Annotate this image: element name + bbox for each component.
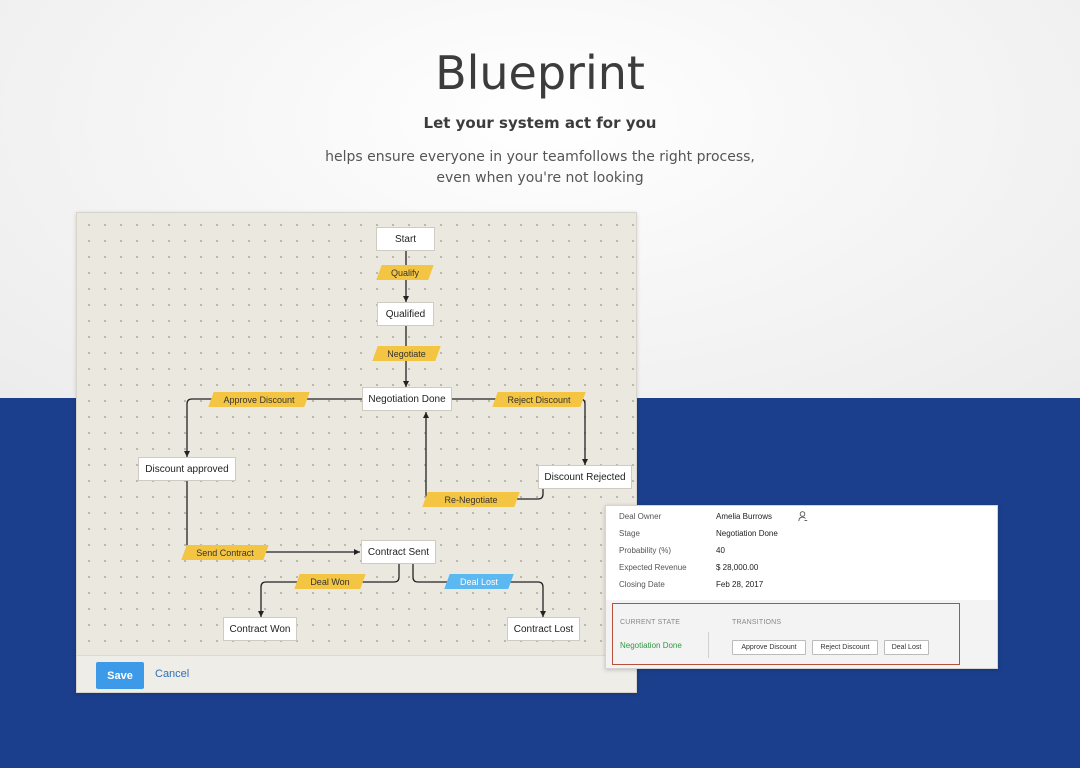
divider bbox=[708, 632, 709, 658]
deal-field-row: Stage Negotiation Done bbox=[619, 529, 989, 543]
transition-deal-lost[interactable]: Deal Lost bbox=[447, 574, 511, 589]
flow-node-start[interactable]: Start bbox=[376, 227, 435, 251]
transition-send-contract[interactable]: Send Contract bbox=[184, 545, 266, 560]
flow-node-qualified[interactable]: Qualified bbox=[377, 302, 434, 326]
deal-field-label: Expected Revenue bbox=[619, 563, 687, 572]
current-state-heading: CURRENT STATE bbox=[620, 619, 681, 626]
flow-node-contract-lost[interactable]: Contract Lost bbox=[507, 617, 580, 641]
transition-label: Deal Lost bbox=[459, 576, 499, 587]
connector-deal-won bbox=[258, 564, 400, 617]
blueprint-state-box: CURRENT STATE Negotiation Done TRANSITIO… bbox=[612, 603, 960, 665]
transition-negotiate[interactable]: Negotiate bbox=[375, 346, 438, 361]
transition-label: Deal Won bbox=[310, 576, 350, 587]
deal-field-value[interactable]: Amelia Burrows bbox=[716, 512, 773, 521]
deal-field-label: Stage bbox=[619, 529, 640, 538]
deal-details-panel: Deal Owner Amelia Burrows Stage Negotiat… bbox=[605, 505, 998, 669]
transition-re-negotiate[interactable]: Re-Negotiate bbox=[425, 492, 517, 507]
deal-field-value: 40 bbox=[716, 546, 725, 555]
connector-send-contract bbox=[186, 480, 360, 555]
transition-deal-won[interactable]: Deal Won bbox=[297, 574, 363, 589]
deal-field-label: Closing Date bbox=[619, 580, 665, 589]
deal-field-value: $ 28,000.00 bbox=[716, 563, 759, 572]
transition-label: Send Contract bbox=[196, 547, 254, 558]
reject-discount-button[interactable]: Reject Discount bbox=[812, 640, 878, 655]
flow-node-contract-sent[interactable]: Contract Sent bbox=[361, 540, 436, 564]
page-subtitle: Let your system act for you bbox=[423, 114, 657, 132]
transition-reject-discount[interactable]: Reject Discount bbox=[495, 392, 583, 407]
flow-node-contract-won[interactable]: Contract Won bbox=[223, 617, 297, 641]
flow-node-discount-approved[interactable]: Discount approved bbox=[138, 457, 236, 481]
current-state-value: Negotiation Done bbox=[620, 641, 682, 650]
flow-node-discount-rejected[interactable]: Discount Rejected bbox=[538, 465, 632, 489]
deal-field-row: Deal Owner Amelia Burrows bbox=[619, 511, 989, 526]
transition-label: Approve Discount bbox=[223, 394, 295, 405]
deal-field-value: Negotiation Done bbox=[716, 529, 778, 538]
transition-approve-discount[interactable]: Approve Discount bbox=[211, 392, 307, 407]
page-description: helps ensure everyone in your teamfollow… bbox=[0, 147, 1080, 189]
connector-reject-discount bbox=[451, 398, 588, 465]
deal-field-label: Deal Owner bbox=[619, 512, 662, 521]
description-line: even when you're not looking bbox=[436, 170, 644, 186]
description-line: helps ensure everyone in your teamfollow… bbox=[325, 149, 755, 165]
approve-discount-button[interactable]: Approve Discount bbox=[732, 640, 806, 655]
deal-field-row: Probability (%) 40 bbox=[619, 546, 989, 560]
deal-field-row: Expected Revenue $ 28,000.00 bbox=[619, 563, 989, 577]
transition-label: Re-Negotiate bbox=[444, 494, 498, 505]
save-button[interactable]: Save bbox=[96, 662, 144, 689]
deal-field-row: Closing Date Feb 28, 2017 bbox=[619, 580, 989, 594]
cancel-link[interactable]: Cancel bbox=[155, 668, 190, 680]
connector-approve-discount bbox=[184, 398, 362, 457]
user-icon[interactable] bbox=[798, 511, 808, 524]
editor-footer: Save Cancel bbox=[77, 655, 636, 692]
blueprint-editor: Start Qualified Negotiation Done Discoun… bbox=[76, 212, 637, 693]
transition-label: Reject Discount bbox=[507, 394, 571, 405]
deal-field-value: Feb 28, 2017 bbox=[716, 580, 764, 589]
transition-label: Negotiate bbox=[387, 348, 426, 359]
deal-lost-button[interactable]: Deal Lost bbox=[884, 640, 929, 655]
connector-re-negotiate bbox=[423, 412, 544, 500]
flow-canvas[interactable]: Start Qualified Negotiation Done Discoun… bbox=[77, 213, 636, 655]
connector-deal-lost bbox=[412, 564, 546, 617]
transition-label: Qualify bbox=[390, 267, 419, 278]
page-title: Blueprint bbox=[435, 46, 645, 100]
deal-field-label: Probability (%) bbox=[619, 546, 672, 555]
transition-qualify[interactable]: Qualify bbox=[379, 265, 431, 280]
flow-node-negotiation-done[interactable]: Negotiation Done bbox=[362, 387, 452, 411]
transitions-heading: TRANSITIONS bbox=[732, 619, 782, 626]
